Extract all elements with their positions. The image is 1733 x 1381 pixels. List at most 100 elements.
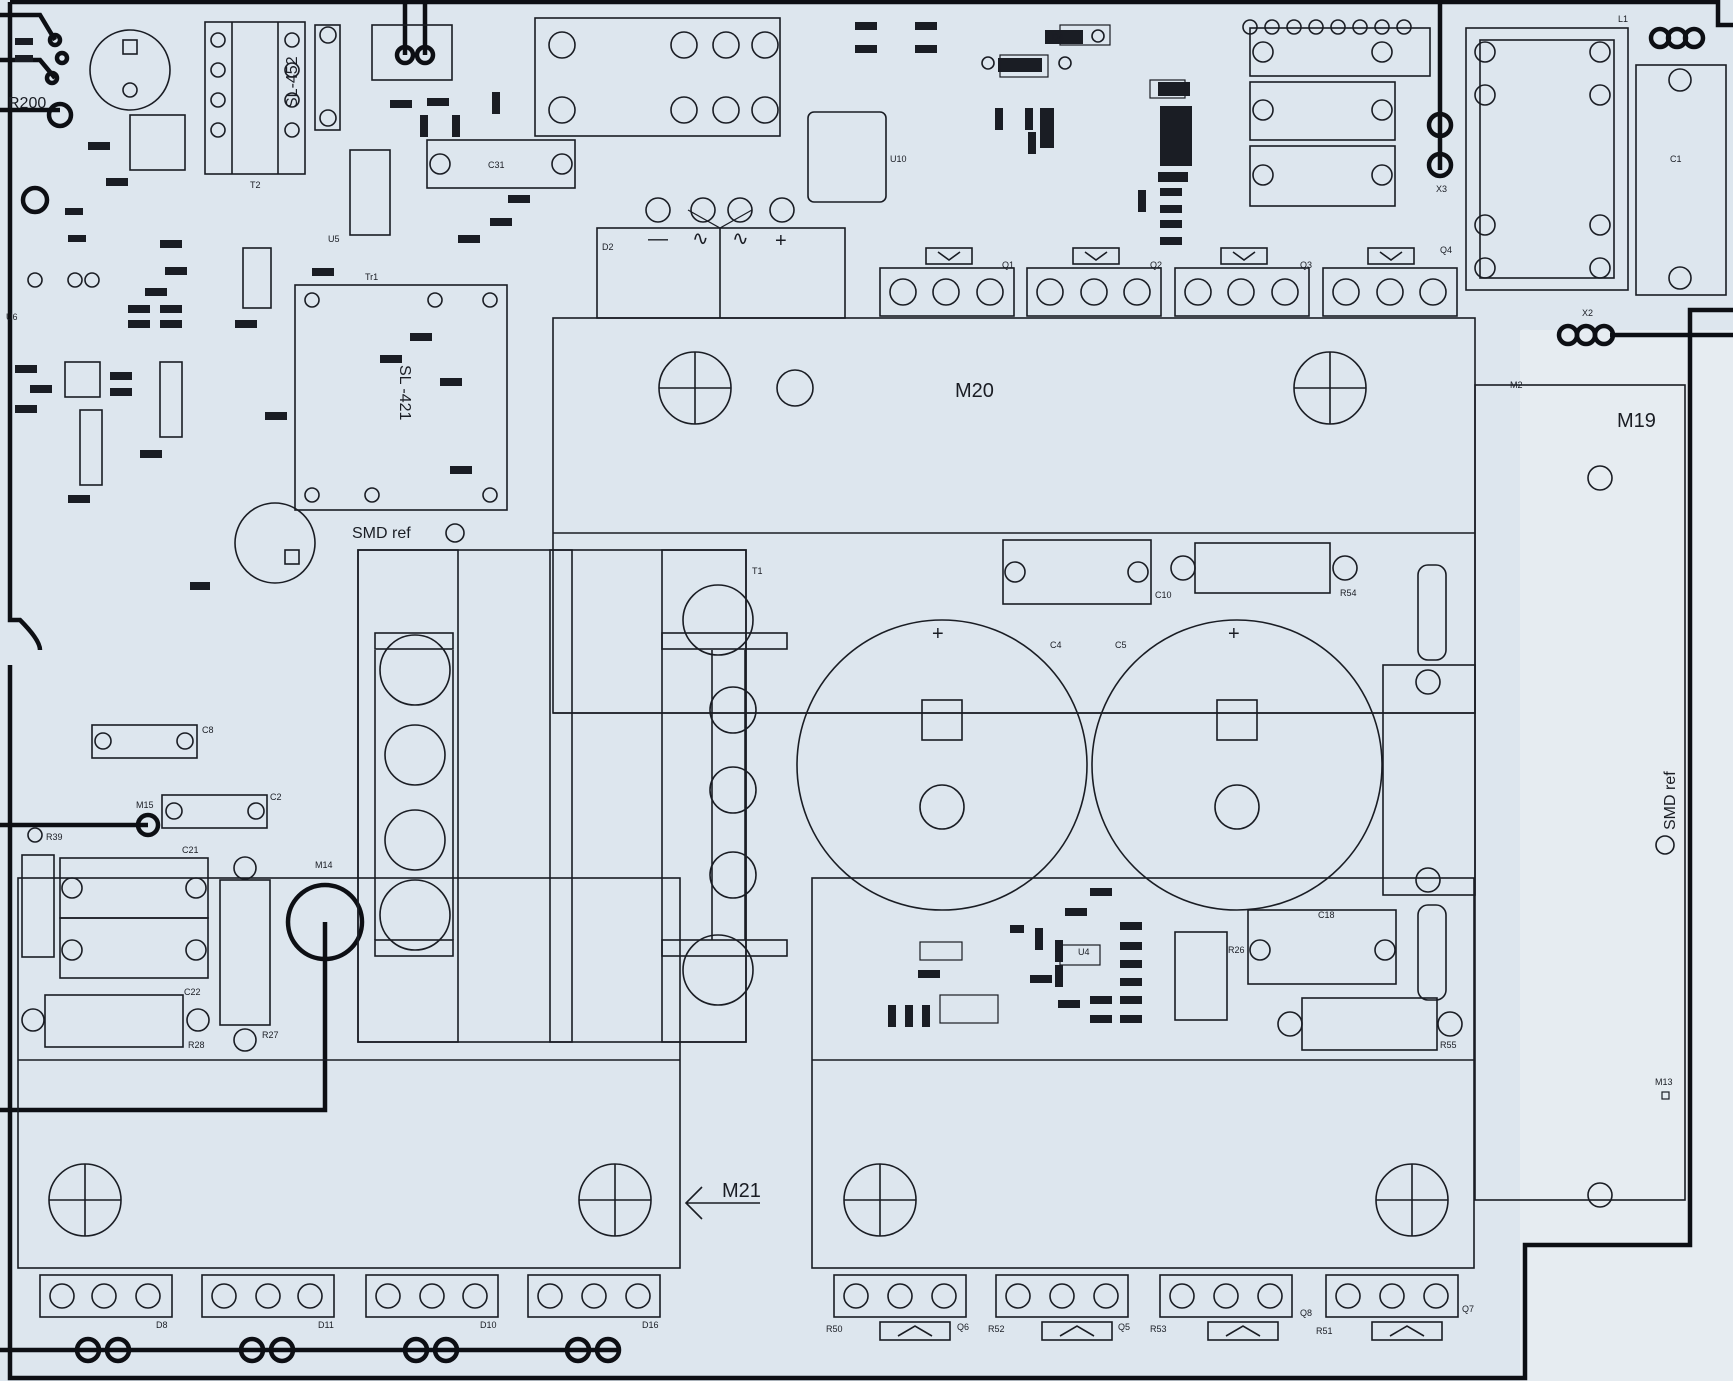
c1-label: C1 (1670, 154, 1682, 164)
sl421-label: SL -421 (396, 365, 413, 421)
q5-label: Q5 (1118, 1322, 1130, 1332)
l1-label: L1 (1618, 14, 1628, 24)
r54-label: R54 (1340, 588, 1357, 598)
left-components: SL-452 T2 R200 U5 SL -421 Tr1 SMD ref U6… (6, 21, 508, 1052)
m13-label: M13 (1655, 1077, 1673, 1087)
d2-label: D2 (602, 242, 614, 252)
smd-parts (15, 22, 1192, 1027)
c18-label: C18 (1318, 910, 1335, 920)
q6-label: Q6 (957, 1322, 969, 1332)
top-connector-block (534, 17, 781, 137)
m21-right-heatsink-outline (811, 877, 1475, 1269)
c4-label: C4 (1050, 640, 1062, 650)
t1-label: T1 (752, 566, 763, 576)
r26-label: R26 (1228, 945, 1245, 955)
transformer-tr1-body (294, 284, 508, 511)
smd-outlines (919, 24, 1186, 1024)
x2-label: X2 (1582, 308, 1593, 318)
resistor-r55: R55 (1277, 997, 1463, 1051)
capacitor-c4: + C4 (796, 619, 1088, 911)
capacitor-c22 (44, 994, 184, 1048)
r200-label: R200 (8, 95, 46, 112)
d11-label: D11 (318, 1320, 334, 1330)
capacitor-c44 (89, 29, 171, 111)
resistor-r27-body (219, 879, 271, 1026)
transistor-row-top: Q1 Q2 Q3 Q4 (879, 245, 1458, 317)
trace-m14-to-left (0, 922, 328, 1113)
r28-label: R28 (188, 1040, 205, 1050)
bridge-ac1: ∿ (692, 228, 709, 250)
r27-label: R27 (262, 1030, 279, 1040)
q3-label: Q3 (1300, 260, 1312, 270)
c4-plus-mark: + (932, 623, 944, 645)
m21-left-heatsink-outline (17, 877, 681, 1269)
m21-label: M21 (722, 1180, 761, 1202)
q4-label: Q4 (1440, 245, 1452, 255)
ic-u8-body (129, 114, 186, 171)
r55-label: R55 (1440, 1040, 1457, 1050)
connector-x2: X2 (1556, 308, 1616, 347)
c22-label: C22 (184, 987, 201, 997)
bridge-plus: + (775, 230, 787, 252)
c31-label: C31 (488, 160, 505, 170)
capacitor-c10: C10 (1002, 539, 1172, 605)
right-to220-body (1382, 664, 1476, 896)
q7-label: Q7 (1462, 1304, 1474, 1314)
c5-plus-mark: + (1228, 623, 1240, 645)
r51-label: R51 (1316, 1326, 1333, 1336)
bridge-ac2: ∿ (732, 228, 749, 250)
transformer-t1: T1 (357, 549, 788, 1043)
smd-ref-right-label: SMD ref (1662, 771, 1679, 830)
r50-label: R50 (826, 1324, 843, 1334)
u6-label: U6 (6, 312, 18, 322)
capacitor-c1: C1 (1635, 64, 1727, 296)
q8-label: Q8 (1300, 1308, 1312, 1318)
t2-label: T2 (250, 180, 261, 190)
r52-label: R52 (988, 1324, 1005, 1334)
c8-label: C8 (202, 725, 214, 735)
capacitor-c2 (161, 794, 268, 829)
outside-board-area (1520, 330, 1733, 1381)
m15-label: M15 (136, 800, 154, 810)
ic-u10-body (807, 111, 887, 203)
capacitor-c8 (91, 724, 198, 759)
u5-label: U5 (328, 234, 340, 244)
resistor-r34-body (314, 24, 341, 131)
c21-label: C21 (182, 845, 199, 855)
inductor-l1: L1 (1465, 14, 1629, 291)
bridge-minus: — (648, 228, 668, 250)
resistor-r54: R54 (1170, 542, 1358, 598)
capacitor-c31: C31 (426, 139, 576, 189)
capacitor-c5: + C5 (1091, 619, 1383, 911)
q1-label: Q1 (1002, 260, 1014, 270)
connector-m3-m4 (371, 24, 453, 81)
x3-label: X3 (1436, 184, 1447, 194)
bridge-rectifier-d2: — ∿ ∿ + D2 (596, 197, 846, 319)
c2-label: C2 (270, 792, 282, 802)
d4-label: D4 (1052, 32, 1064, 42)
tr1-label: Tr1 (365, 272, 378, 282)
capacitor-c18: C18 (1247, 909, 1397, 985)
resistor-r26-body (1174, 931, 1228, 1021)
d16-label: D16 (642, 1320, 659, 1330)
d10-label: D10 (480, 1320, 497, 1330)
m19-label: M19 (1617, 410, 1656, 432)
sl452-label: SL-452 (284, 56, 301, 108)
r53-label: R53 (1150, 1324, 1167, 1334)
m2-label: M2 (1510, 380, 1523, 390)
q2-label: Q2 (1150, 260, 1162, 270)
m21-arrow (684, 1186, 760, 1220)
transistor-row-bottom: D8 D11 D10 D16 Q6 Q5 Q8 Q7 R50 R52 R53 R… (39, 1274, 1474, 1364)
screw-holes (48, 351, 1613, 1237)
m14-pad (285, 882, 365, 962)
u4-label: U4 (1078, 947, 1090, 957)
board-outline (7, 0, 1733, 1381)
c5-label: C5 (1115, 640, 1127, 650)
d8-label: D8 (156, 1320, 168, 1330)
u10-label: U10 (890, 154, 907, 164)
ic-u5-body (349, 149, 391, 236)
r39-label: R39 (46, 832, 63, 842)
capacitor-c28 (234, 502, 316, 584)
transformer-t2-body (204, 21, 306, 175)
